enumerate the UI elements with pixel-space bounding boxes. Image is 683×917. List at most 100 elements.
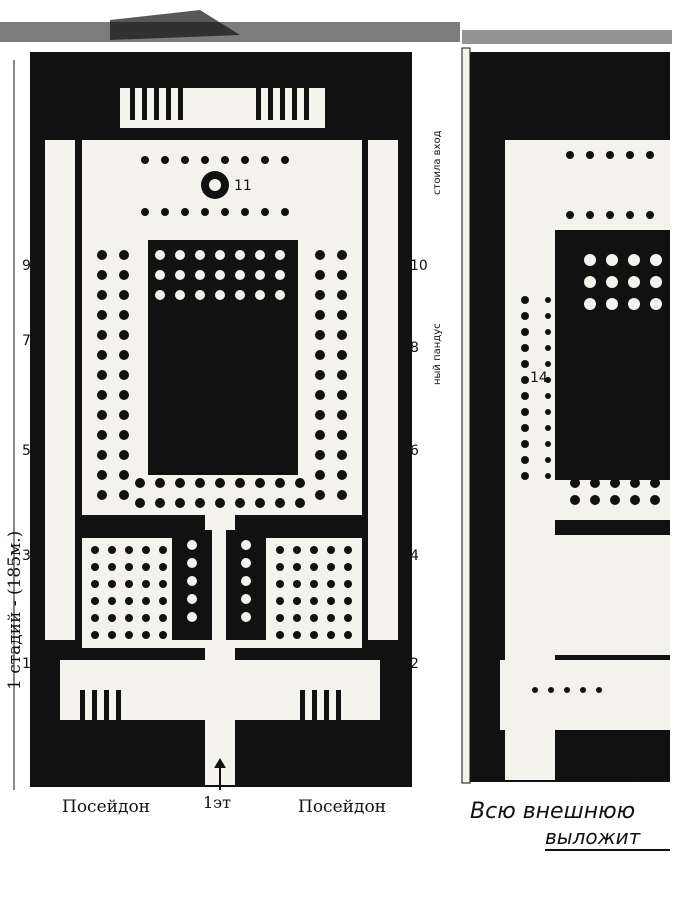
label-poseidon-right: Посейдон bbox=[298, 797, 386, 817]
column bbox=[315, 410, 325, 420]
column bbox=[532, 687, 538, 693]
column bbox=[545, 313, 551, 319]
column bbox=[606, 254, 618, 266]
marker-left-9: 9 bbox=[22, 258, 31, 274]
column bbox=[187, 576, 197, 586]
column bbox=[108, 614, 116, 622]
column bbox=[97, 450, 107, 460]
column bbox=[315, 270, 325, 280]
column bbox=[275, 290, 285, 300]
column bbox=[293, 614, 301, 622]
column bbox=[584, 276, 596, 288]
column bbox=[108, 546, 116, 554]
column bbox=[141, 208, 149, 216]
bottom-stair-lines bbox=[80, 690, 341, 720]
column bbox=[241, 558, 251, 568]
column bbox=[590, 495, 600, 505]
column bbox=[221, 156, 229, 164]
column bbox=[521, 344, 529, 352]
column bbox=[337, 290, 347, 300]
column bbox=[241, 156, 249, 164]
column-grid-light bbox=[91, 156, 352, 639]
column bbox=[187, 594, 197, 604]
column bbox=[310, 597, 318, 605]
floor-2-label: 2эт bbox=[625, 766, 650, 782]
column bbox=[590, 478, 600, 488]
column bbox=[276, 580, 284, 588]
column bbox=[119, 490, 129, 500]
column bbox=[521, 424, 529, 432]
column bbox=[241, 576, 251, 586]
column bbox=[545, 361, 551, 367]
column bbox=[142, 631, 150, 639]
column bbox=[161, 156, 169, 164]
side-note-upper: стоила вход bbox=[432, 130, 443, 195]
upper-floor-plan: 14 2эт bbox=[461, 47, 670, 784]
column bbox=[195, 498, 205, 508]
column bbox=[628, 276, 640, 288]
column bbox=[175, 270, 185, 280]
column bbox=[310, 563, 318, 571]
column bbox=[215, 290, 225, 300]
column bbox=[337, 410, 347, 420]
column bbox=[293, 546, 301, 554]
column bbox=[327, 614, 335, 622]
marker-11-label: 11 bbox=[234, 178, 252, 194]
column bbox=[628, 254, 640, 266]
column bbox=[97, 350, 107, 360]
column bbox=[155, 498, 165, 508]
column bbox=[91, 631, 99, 639]
column bbox=[275, 478, 285, 488]
column bbox=[580, 687, 586, 693]
column bbox=[310, 614, 318, 622]
column bbox=[97, 250, 107, 260]
column bbox=[119, 370, 129, 380]
column bbox=[646, 151, 654, 159]
column bbox=[606, 211, 614, 219]
column bbox=[119, 410, 129, 420]
column bbox=[155, 290, 165, 300]
column bbox=[255, 290, 265, 300]
column bbox=[175, 290, 185, 300]
column bbox=[315, 450, 325, 460]
column bbox=[337, 350, 347, 360]
column bbox=[548, 687, 554, 693]
column bbox=[650, 478, 660, 488]
marker-right-6: 6 bbox=[410, 443, 419, 459]
column bbox=[584, 298, 596, 310]
label-poseidon-left: Посейдон bbox=[62, 797, 150, 817]
marker-right-10: 10 bbox=[410, 258, 428, 274]
column bbox=[108, 631, 116, 639]
column bbox=[159, 614, 167, 622]
column bbox=[315, 250, 325, 260]
column bbox=[235, 270, 245, 280]
column bbox=[276, 597, 284, 605]
column bbox=[337, 370, 347, 380]
column bbox=[570, 478, 580, 488]
column bbox=[315, 350, 325, 360]
column bbox=[241, 208, 249, 216]
column bbox=[221, 208, 229, 216]
column bbox=[255, 498, 265, 508]
column bbox=[119, 330, 129, 340]
column bbox=[159, 580, 167, 588]
column bbox=[344, 614, 352, 622]
column bbox=[521, 360, 529, 368]
column-grid-right bbox=[521, 151, 662, 693]
column bbox=[97, 430, 107, 440]
column bbox=[159, 631, 167, 639]
column bbox=[586, 211, 594, 219]
column bbox=[281, 208, 289, 216]
column bbox=[241, 612, 251, 622]
column bbox=[545, 457, 551, 463]
column bbox=[293, 597, 301, 605]
column bbox=[181, 156, 189, 164]
column bbox=[315, 310, 325, 320]
column bbox=[119, 290, 129, 300]
column bbox=[337, 270, 347, 280]
top-stair-lines bbox=[130, 88, 309, 120]
column bbox=[344, 546, 352, 554]
marker-14-label: 14 bbox=[530, 370, 548, 386]
column bbox=[646, 211, 654, 219]
column bbox=[195, 478, 205, 488]
